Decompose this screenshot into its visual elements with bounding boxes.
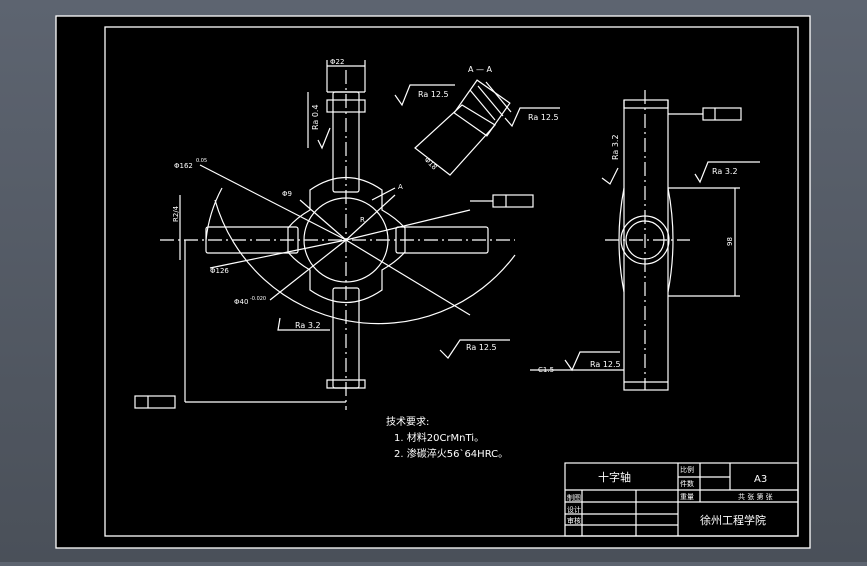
section-view xyxy=(394,79,560,176)
sheet-count-label: 共 张 第 张 xyxy=(738,492,773,501)
tech-req-item-2: 2. 渗碳淬火56`64HRC。 xyxy=(394,447,508,460)
scale-label: 比例 xyxy=(680,465,694,474)
title-block-text: 十字轴 比例 件数 A3 制图 重量 共 张 第 张 设计 审核 徐州工程学院 xyxy=(567,465,773,527)
weight-label: 重量 xyxy=(680,493,694,501)
section-roughness-2: Ra 12.5 xyxy=(528,113,559,122)
sheet-size: A3 xyxy=(754,474,767,485)
dim-small-dia: Φ9 xyxy=(282,190,292,198)
front-view xyxy=(134,60,534,410)
dim-chamfer: R2/4 xyxy=(172,205,180,222)
roughness-bottom-right: Ra 12.5 xyxy=(466,343,497,352)
dim-sphere-dia: Φ162 xyxy=(174,162,193,170)
title-block xyxy=(564,462,799,537)
part-name: 十字轴 xyxy=(598,470,631,484)
roughness-left: Ra 0.4 xyxy=(311,104,320,130)
check-label: 审核 xyxy=(567,516,581,525)
qty-label: 件数 xyxy=(680,479,694,488)
sheet-outer-border xyxy=(55,15,811,549)
section-roughness-1: Ra 12.5 xyxy=(418,90,449,99)
design-label: 设计 xyxy=(567,505,581,514)
school-name: 徐州工程学院 xyxy=(700,513,766,527)
tech-req-item-1: 1. 材料20CrMnTi。 xyxy=(394,431,484,444)
front-view-labels: Φ22 Ra 0.4 Φ162 0.05 R2/4 Φ9 Φ126 Φ40 -0… xyxy=(172,58,497,352)
side-height-dim: 98 xyxy=(726,237,734,246)
dim-sphere-tol: 0.05 xyxy=(196,158,207,164)
section-title: A — A xyxy=(468,65,493,74)
roughness-bottom-left: Ra 3.2 xyxy=(295,321,321,330)
sheet-inner-border xyxy=(104,26,799,537)
dim-pin-dia: Φ40 xyxy=(234,298,248,306)
section-marker: A xyxy=(398,183,403,191)
dim-mid-dia: Φ126 xyxy=(210,267,229,275)
side-chamfer: C1.5 xyxy=(538,366,554,374)
side-roughness-2: Ra 3.2 xyxy=(712,167,738,176)
dim-top-dia: Φ22 xyxy=(330,58,344,66)
side-roughness-3: Ra 12.5 xyxy=(590,360,621,369)
side-view-labels: Ra 3.2 Ra 3.2 Ra 12.5 C1.5 98 xyxy=(538,134,738,374)
side-view xyxy=(530,90,760,391)
dim-pin-tol: -0.020 xyxy=(250,296,266,302)
technical-requirements: 技术要求: 1. 材料20CrMnTi。 2. 渗碳淬火56`64HRC。 xyxy=(386,415,508,460)
draw-label: 制图 xyxy=(567,493,581,502)
radius-marker: R xyxy=(360,216,365,224)
side-roughness-1: Ra 3.2 xyxy=(611,134,620,160)
tech-req-title: 技术要求: xyxy=(386,415,429,428)
